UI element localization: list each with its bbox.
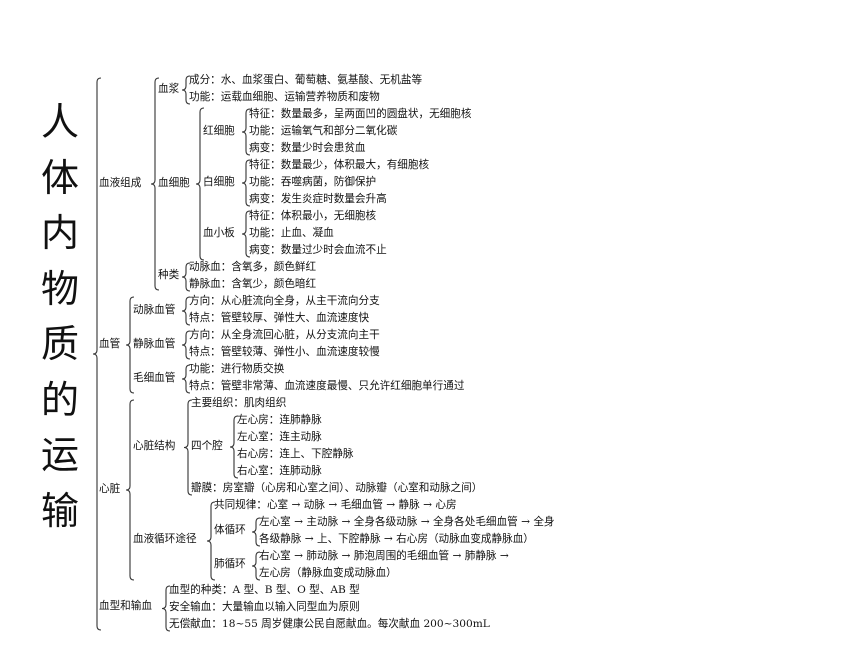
- node-capillary: 毛细血管: [133, 372, 176, 384]
- node-plasma: 血浆: [158, 83, 180, 95]
- leaf: 特点：管壁较厚、弹性大、血流速度快: [189, 312, 370, 324]
- brace-structure: [183, 399, 193, 496]
- node-platelet: 血小板: [203, 227, 235, 239]
- brace-transfusion: [161, 585, 171, 632]
- brace-vein: [181, 330, 191, 360]
- title-char: 体: [40, 155, 79, 200]
- leaf: 右心室：连肺动脉: [237, 465, 322, 477]
- leaf: 功能：进行物质交换: [189, 363, 285, 375]
- title-char: 运: [40, 433, 79, 477]
- node-transfusion: 血型和输血: [99, 600, 152, 612]
- node-artery: 动脉血管: [133, 304, 176, 316]
- node-vessels: 血管: [99, 338, 121, 350]
- leaf: 功能：运载血细胞、运输营养物质和废物: [189, 91, 380, 103]
- node-pulmonary: 肺循环: [214, 558, 246, 570]
- brace-artery: [181, 296, 191, 326]
- leaf: 右心室 → 肺动脉 → 肺泡周围的毛细血管 → 肺静脉 →: [259, 550, 509, 562]
- brace-vessels: [125, 296, 135, 394]
- title-char: 质: [40, 322, 79, 366]
- node-vein: 静脉血管: [133, 338, 176, 350]
- brace-types: [181, 262, 191, 292]
- brace-cells: [195, 107, 205, 261]
- leaf: 功能：运输氧气和部分二氧化碳: [249, 125, 398, 137]
- brace-pulmonary: [251, 551, 261, 581]
- leaf: 各级静脉 → 上、下腔静脉 → 右心房（动脉血变成静脉血）: [259, 533, 534, 545]
- leaf: 功能：止血、凝血: [249, 227, 334, 239]
- leaf: 静脉血：含氧少，颜色暗红: [189, 278, 317, 290]
- leaf: 功能：吞噬病菌，防御保护: [249, 176, 377, 188]
- leaf: 方向：从心脏流向全身，从主干流向分支: [189, 295, 380, 307]
- title-char: 物: [40, 266, 79, 311]
- leaf: 瓣膜：房室瓣（心房和心室之间）、动脉瓣（心室和动脉之间）: [191, 482, 483, 494]
- brace-blood: [150, 77, 160, 291]
- leaf: 特征：数量最多，呈两面凹的圆盘状，无细胞核: [249, 108, 472, 120]
- leaf: 病变：数量少时会患贫血: [249, 142, 366, 154]
- leaf: 共同规律：心室 → 动脉 → 毛细血管 → 静脉 → 心房: [214, 499, 457, 511]
- node-four-chambers: 四个腔: [191, 440, 223, 452]
- leaf: 病变：发生炎症时数量会升高: [249, 193, 387, 205]
- brace-heart: [125, 399, 135, 581]
- brace-platelet: [241, 210, 251, 258]
- node-circulation: 血液循环途径: [133, 533, 197, 545]
- brace-chambers: [229, 415, 239, 479]
- main-title: 人 体 内 物 质 的 运 输: [36, 95, 84, 539]
- node-blood-composition: 血液组成: [99, 177, 142, 189]
- node-blood-cells: 血细胞: [158, 177, 190, 189]
- leaf: 动脉血：含氧多，颜色鲜红: [189, 261, 317, 273]
- leaf: 左心室 → 主动脉 → 全身各级动脉 → 全身各处毛细血管 → 全身: [259, 516, 555, 528]
- leaf: 左心房：连肺静脉: [237, 414, 322, 426]
- node-heart: 心脏: [99, 483, 121, 495]
- title-char: 输: [40, 488, 79, 533]
- leaf: 特征：数量最少，体积最大，有细胞核: [249, 159, 430, 171]
- leaf: 无偿献血：18~55 周岁健康公民自愿献血。每次献血 200~300mL: [169, 618, 490, 630]
- leaf: 主要组织：肌肉组织: [191, 397, 287, 409]
- brace-wbc: [241, 159, 251, 207]
- node-wbc: 白细胞: [203, 176, 235, 188]
- title-char: 内: [40, 211, 79, 255]
- leaf: 特点：管壁较薄、弹性小、血流速度较慢: [189, 346, 380, 358]
- brace-plasma: [181, 75, 191, 105]
- brace-root: [92, 77, 102, 631]
- leaf: 病变：数量过少时会血流不止: [249, 244, 387, 256]
- brace-capillary: [181, 364, 191, 394]
- brace-circulation: [206, 501, 216, 581]
- node-heart-structure: 心脏结构: [133, 440, 176, 452]
- leaf: 特征：体积最小，无细胞核: [249, 210, 377, 222]
- node-systemic: 体循环: [214, 524, 246, 536]
- brace-rbc: [241, 108, 251, 156]
- leaf: 血型的种类：A 型、B 型、O 型、AB 型: [169, 584, 360, 596]
- title-char: 的: [40, 377, 79, 422]
- leaf: 左心房（静脉血变成动脉血）: [259, 567, 397, 579]
- brace-systemic: [251, 517, 261, 547]
- leaf: 右心房：连上、下腔静脉: [237, 448, 354, 460]
- leaf: 特点：管壁非常薄、血流速度最慢、只允许红细胞单行通过: [189, 380, 465, 392]
- title-char: 人: [40, 100, 79, 144]
- leaf: 安全输血：大量输血以输入同型血为原则: [169, 601, 360, 613]
- leaf: 方向：从全身流回心脏，从分支流向主干: [189, 329, 380, 341]
- node-blood-types: 种类: [158, 269, 180, 281]
- leaf: 左心室：连主动脉: [237, 431, 322, 443]
- node-rbc: 红细胞: [203, 125, 235, 137]
- leaf: 成分：水、血浆蛋白、葡萄糖、氨基酸、无机盐等: [189, 74, 423, 86]
